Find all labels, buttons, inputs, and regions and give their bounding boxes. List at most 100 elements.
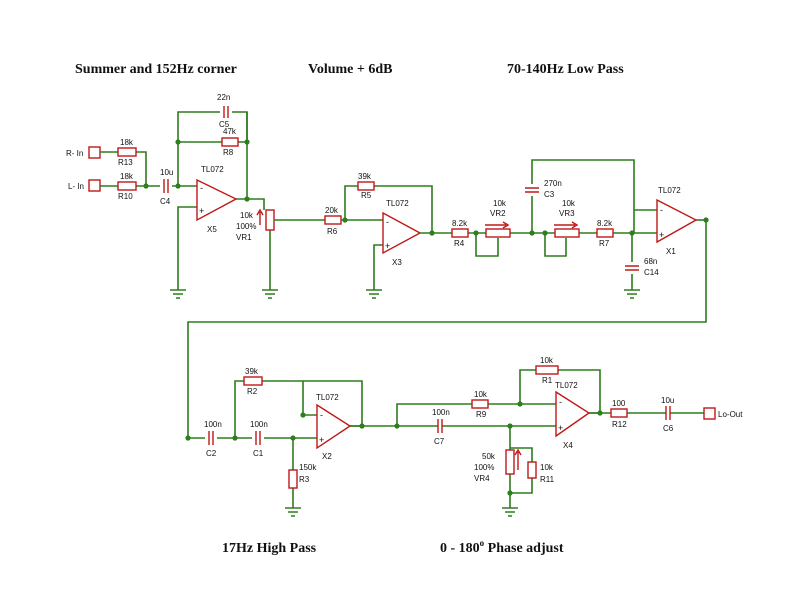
vr4-arrow	[514, 448, 522, 470]
x3-ref: X3	[392, 258, 402, 267]
r11-ref: R11	[540, 475, 555, 484]
x5-ref: X5	[207, 225, 217, 234]
c14-ref: C14	[644, 268, 659, 277]
c14-value: 68n	[644, 257, 657, 266]
junction	[473, 230, 479, 236]
vr1-value: 10k	[240, 211, 254, 220]
stage-lowpass: 8.2k R4 10k VR2 10k VR3 8.2k R7 270n C3 …	[420, 159, 709, 299]
title-lowpass: 70-140Hz Low Pass	[507, 62, 624, 77]
x2-model: TL072	[316, 393, 339, 402]
r1-ref: R1	[542, 376, 553, 385]
x4-minus: -	[559, 397, 562, 407]
c2-ref: C2	[206, 449, 217, 458]
c1-capacitor	[255, 431, 261, 445]
c1-value: 100n	[250, 420, 268, 429]
c4-ref: C4	[160, 197, 171, 206]
c4-value: 10u	[160, 168, 173, 177]
c6-capacitor	[665, 406, 671, 420]
vr4-percent: 100%	[474, 463, 494, 472]
ground-symbol	[624, 289, 640, 299]
x2-opamp	[316, 403, 352, 450]
x2-ref: X2	[322, 452, 332, 461]
c6-value: 10u	[661, 396, 674, 405]
r10-value: 18k	[120, 172, 134, 181]
junction	[175, 139, 181, 145]
r6-resistor	[324, 215, 342, 225]
vr4-value: 50k	[482, 452, 496, 461]
stage-summer: R- In L- In 18k R13 18k R10 10u C4 22n C…	[66, 93, 278, 299]
vr2-potentiometer	[485, 228, 511, 238]
junction	[597, 410, 603, 416]
vr3-arrow	[554, 221, 579, 229]
r13-value: 18k	[120, 138, 134, 147]
r9-resistor	[471, 399, 489, 409]
x1-model: TL072	[658, 186, 681, 195]
c3-capacitor	[525, 187, 539, 193]
r5-ref: R5	[361, 191, 372, 200]
vr1-potentiometer	[265, 209, 275, 231]
c3-ref: C3	[544, 190, 555, 199]
junction	[342, 217, 348, 223]
x3-model: TL072	[386, 199, 409, 208]
r13-resistor	[117, 147, 137, 157]
vr3-potentiometer	[554, 228, 580, 238]
c5-capacitor	[223, 106, 229, 118]
x1-opamp	[656, 198, 698, 244]
c7-value: 100n	[432, 408, 450, 417]
x4-opamp	[555, 390, 591, 438]
r8-resistor	[221, 137, 239, 147]
r8-ref: R8	[223, 148, 234, 157]
r3-resistor	[288, 469, 298, 489]
r2-value: 39k	[245, 367, 259, 376]
junction	[185, 435, 191, 441]
x4-ref: X4	[563, 441, 573, 450]
vr3-value: 10k	[562, 199, 576, 208]
ground-symbol	[366, 289, 382, 299]
r10-ref: R10	[118, 192, 133, 201]
r7-value: 8.2k	[597, 219, 613, 228]
c14-capacitor	[625, 265, 639, 271]
r1-value: 10k	[540, 356, 554, 365]
x1-ref: X1	[666, 247, 676, 256]
title-summer: Summer and 152Hz corner	[75, 62, 237, 77]
x1-minus: -	[660, 205, 663, 215]
vr1-percent: 100%	[236, 222, 256, 231]
r-in-port[interactable]	[88, 146, 101, 159]
c5-ref: C5	[219, 120, 230, 129]
r12-value: 100	[612, 399, 626, 408]
r12-ref: R12	[612, 420, 627, 429]
x2-minus: -	[320, 410, 323, 420]
ground-symbol	[502, 507, 518, 517]
junction	[244, 139, 250, 145]
r9-value: 10k	[474, 390, 488, 399]
r-in-label: R- In	[66, 149, 83, 158]
r3-value: 150k	[299, 463, 317, 472]
junction	[507, 490, 513, 496]
junction	[429, 230, 435, 236]
junction	[542, 230, 548, 236]
vr2-value: 10k	[493, 199, 507, 208]
r2-resistor	[243, 376, 263, 386]
x1-plus: +	[659, 230, 664, 240]
l-in-label: L- In	[68, 182, 84, 191]
x3-opamp	[382, 211, 422, 255]
r7-resistor	[596, 228, 614, 238]
vr2-ref: VR2	[490, 209, 506, 218]
vr2-arrow	[485, 221, 510, 229]
junction	[394, 423, 400, 429]
x5-plus: +	[199, 206, 204, 216]
x4-model: TL072	[555, 381, 578, 390]
junction	[232, 435, 238, 441]
l-in-port[interactable]	[88, 179, 101, 192]
interstage-wire	[187, 220, 707, 439]
junction	[359, 423, 365, 429]
c3-value: 270n	[544, 179, 562, 188]
x5-minus: -	[200, 183, 203, 193]
ground-symbol	[170, 289, 186, 299]
lo-out-port[interactable]	[703, 407, 716, 420]
r2-ref: R2	[247, 387, 258, 396]
r11-value: 10k	[540, 463, 554, 472]
c6-ref: C6	[663, 424, 674, 433]
c2-capacitor	[208, 431, 214, 445]
title-highpass: 17Hz High Pass	[222, 541, 317, 556]
